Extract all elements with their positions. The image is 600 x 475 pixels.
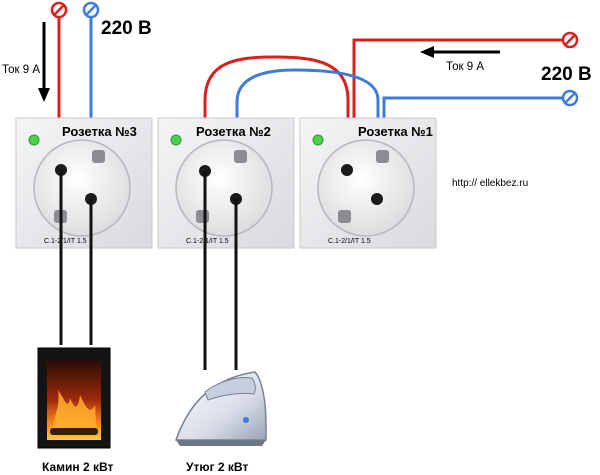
current-arrow-icon: [38, 22, 50, 102]
indicator-light: [28, 134, 40, 146]
socket-1: Розетка №1 C.1-2/1/IT 1.5: [299, 117, 437, 249]
socket-recess: [317, 139, 415, 237]
iron-icon: [174, 371, 267, 446]
terminal-neutral-icon: [82, 1, 100, 19]
right-supply: Ток 9 А 220 В: [352, 31, 592, 118]
socket-recess: [33, 139, 131, 237]
appliance-cords: [59, 170, 238, 370]
socket-marking: C.1-2/1/IT 1.5: [44, 238, 87, 245]
socket-3: Розетка №3 C.1-2/1/IT 1.5: [15, 117, 153, 249]
ground-clip: [92, 150, 105, 163]
indicator-light: [312, 134, 324, 146]
left-supply: Ток 9 А 220 В: [2, 1, 152, 120]
socket-marking: C.1-2/1/IT 1.5: [328, 238, 371, 245]
indicator-light: [170, 134, 182, 146]
ground-clip: [196, 210, 209, 223]
socket-marking: C.1-2/1/IT 1.5: [186, 238, 229, 245]
terminal-phase-icon: [561, 31, 579, 49]
right-current-label: Ток 9 А: [446, 61, 484, 73]
right-phase-wire: [352, 38, 565, 118]
loop-wires: [203, 55, 380, 118]
left-current-label: Ток 9 А: [2, 64, 40, 76]
loop-phase-wire: [203, 55, 350, 118]
socket-label: Розетка №1: [358, 124, 433, 139]
ground-clip: [338, 210, 351, 223]
loop-neutral-wire: [235, 68, 380, 118]
pin-hole: [371, 193, 383, 205]
socket-label: Розетка №3: [62, 124, 137, 139]
right-voltage-label: 220 В: [541, 64, 592, 85]
terminal-neutral-icon: [561, 89, 579, 107]
socket-recess: [175, 139, 273, 237]
iron-label: Утюг 2 кВт: [186, 460, 248, 474]
socket-label: Розетка №2: [196, 124, 271, 139]
left-voltage-label: 220 В: [101, 18, 152, 39]
ground-clip: [376, 150, 389, 163]
socket-2: Розетка №2 C.1-2/1/IT 1.5: [157, 117, 295, 249]
right-neutral-wire: [382, 96, 565, 118]
site-url: http:// ellekbez.ru: [452, 178, 528, 189]
terminal-phase-icon: [50, 1, 68, 19]
ground-clip: [234, 150, 247, 163]
fireplace-label: Камин 2 кВт: [42, 460, 114, 474]
fireplace-icon: [37, 347, 111, 449]
pin-hole: [341, 164, 353, 176]
current-arrow-icon: [420, 46, 500, 58]
